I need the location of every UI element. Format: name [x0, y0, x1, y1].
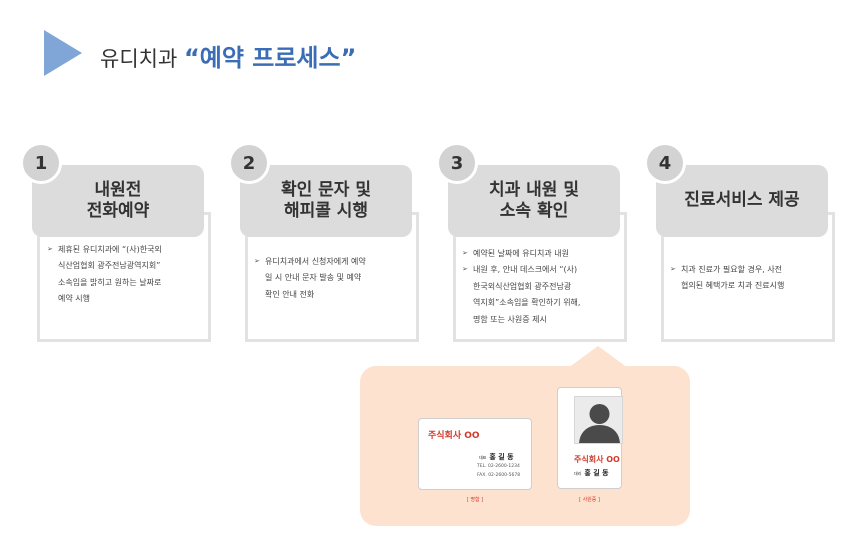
- bullet-item-cont: 역지회”소속임을 확인하기 위해,: [473, 298, 581, 308]
- bullet-item: 내원 후, 안내 데스크에서 “(사): [462, 262, 622, 278]
- bullet-item-cont: 확인 안내 전화: [265, 289, 315, 299]
- id-card-caption: [ 사원증 ]: [579, 497, 600, 503]
- bullet-item-cont: 일 시 안내 문자 발송 및 예약: [265, 273, 362, 283]
- bullet-item: 유디치과에서 신청자에게 예약: [254, 254, 414, 270]
- step-4-description: 치과 진료가 필요할 경우, 사전 협의된 혜택가로 치과 진료시행: [670, 262, 835, 295]
- bullet-item-cont: 한국외식산업협회 광주전남광: [473, 281, 572, 291]
- callout-tail: [568, 346, 628, 368]
- id-card-company: 주식회사 OO: [574, 455, 620, 464]
- bullet-item: 치과 진료가 필요할 경우, 사전: [670, 262, 835, 278]
- step-3-heading-line: 소속 확인: [499, 201, 569, 221]
- step-2-heading-line: 확인 문자 및: [280, 179, 372, 200]
- page-title: 유디치과 “예약 프로세스”: [100, 38, 356, 73]
- title-highlight: “예약 프로세스”: [183, 44, 357, 72]
- id-card-role: 대리: [574, 471, 582, 476]
- step-1-number-badge: 1: [20, 142, 62, 184]
- business-card-role: 대표: [479, 455, 487, 460]
- bullet-item-cont: 식산업협회 광주전남광역지회”: [58, 261, 161, 271]
- step-2-number-badge: 2: [228, 142, 270, 184]
- step-1-description: 제휴된 유디치과에 “(사)한국외 식산업협회 광주전남광역지회” 소속임을 밝…: [47, 242, 207, 308]
- title-prefix: 유디치과: [100, 47, 184, 71]
- step-1-heading-line: 내원전: [94, 179, 142, 200]
- step-3-description: 예약된 날짜에 유디치과 내원 내원 후, 안내 데스크에서 “(사) 한국외식…: [462, 246, 622, 328]
- step-3-heading: 치과 내원 및 소속 확인: [448, 165, 620, 237]
- id-card-name-text: 홍 길 동: [584, 469, 609, 477]
- step-3-number-badge: 3: [436, 142, 478, 184]
- step-3-heading-line: 치과 내원 및: [488, 179, 580, 200]
- business-card-fax: FAX. 02-2600-5678: [477, 473, 521, 478]
- step-2-heading: 확인 문자 및 해피콜 시행: [240, 165, 412, 237]
- step-4-number-badge: 4: [644, 142, 686, 184]
- step-1-heading: 내원전 전화예약: [32, 165, 204, 237]
- bullet-item-cont: 예약 시행: [58, 294, 90, 304]
- step-1-heading-line: 전화예약: [86, 201, 150, 221]
- bullet-item: 예약된 날짜에 유디치과 내원: [462, 246, 622, 262]
- bullet-item: 제휴된 유디치과에 “(사)한국외: [47, 242, 207, 258]
- step-2-heading-line: 해피콜 시행: [283, 201, 369, 221]
- step-4-heading: 진료서비스 제공: [656, 165, 828, 237]
- business-card-caption: [ 명함 ]: [466, 497, 484, 503]
- business-card-tel: TEL. 02-2600-1234: [477, 464, 520, 469]
- title-arrow-icon: [44, 30, 82, 76]
- business-card-company: 주식회사 OO: [428, 431, 480, 441]
- step-4-heading-line: 진료서비스 제공: [684, 190, 800, 211]
- bullet-item-cont: 협의된 혜택가로 치과 진료시행: [681, 281, 785, 291]
- business-card-name-text: 홍 길 동: [489, 453, 514, 461]
- person-silhouette-icon: [574, 396, 623, 444]
- step-2-description: 유디치과에서 신청자에게 예약 일 시 안내 문자 발송 및 예약 확인 안내 …: [254, 254, 414, 303]
- bullet-item-cont: 소속임을 밝히고 원하는 날짜로: [58, 277, 162, 287]
- bullet-item-cont: 명함 또는 사원증 제시: [473, 314, 547, 324]
